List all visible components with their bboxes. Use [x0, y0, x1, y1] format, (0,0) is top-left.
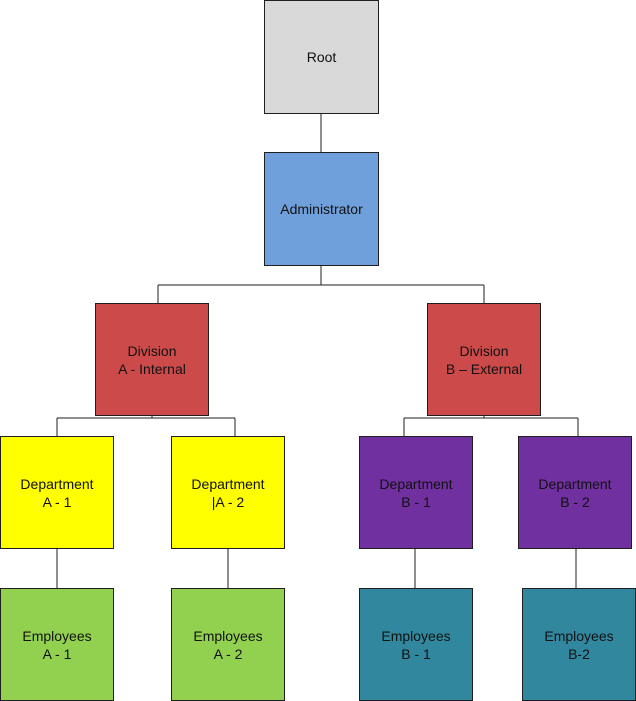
department-a1-label: Department A - 1: [20, 475, 94, 510]
administrator-node: Administrator: [264, 152, 379, 266]
division-a-node: Division A - Internal: [95, 303, 209, 416]
department-b2-label: Department B - 2: [538, 475, 612, 510]
administrator-label: Administrator: [280, 201, 363, 217]
department-b1-node: Department B - 1: [359, 436, 473, 549]
root-label: Root: [306, 49, 337, 65]
division-b-node: Division B – External: [427, 303, 541, 416]
employees-b2-node: Employees B-2: [522, 588, 636, 701]
root-node: Root: [264, 0, 379, 114]
employees-a1-node: Employees A - 1: [0, 588, 114, 701]
employees-b1-node: Employees B - 1: [359, 588, 473, 701]
employees-a2-label: Employees A - 2: [193, 627, 263, 662]
department-b1-label: Department B - 1: [379, 475, 453, 510]
employees-b1-label: Employees B - 1: [381, 627, 451, 662]
employees-a1-label: Employees A - 1: [22, 627, 92, 662]
department-a1-node: Department A - 1: [0, 436, 114, 549]
department-a2-label: Department |A - 2: [191, 475, 265, 510]
division-a-label: Division A - Internal: [118, 342, 186, 377]
division-b-label: Division B – External: [445, 342, 523, 377]
department-b2-node: Department B - 2: [518, 436, 632, 549]
employees-b2-label: Employees B-2: [544, 627, 614, 662]
employees-a2-node: Employees A - 2: [171, 588, 285, 701]
department-a2-node: Department |A - 2: [171, 436, 285, 549]
